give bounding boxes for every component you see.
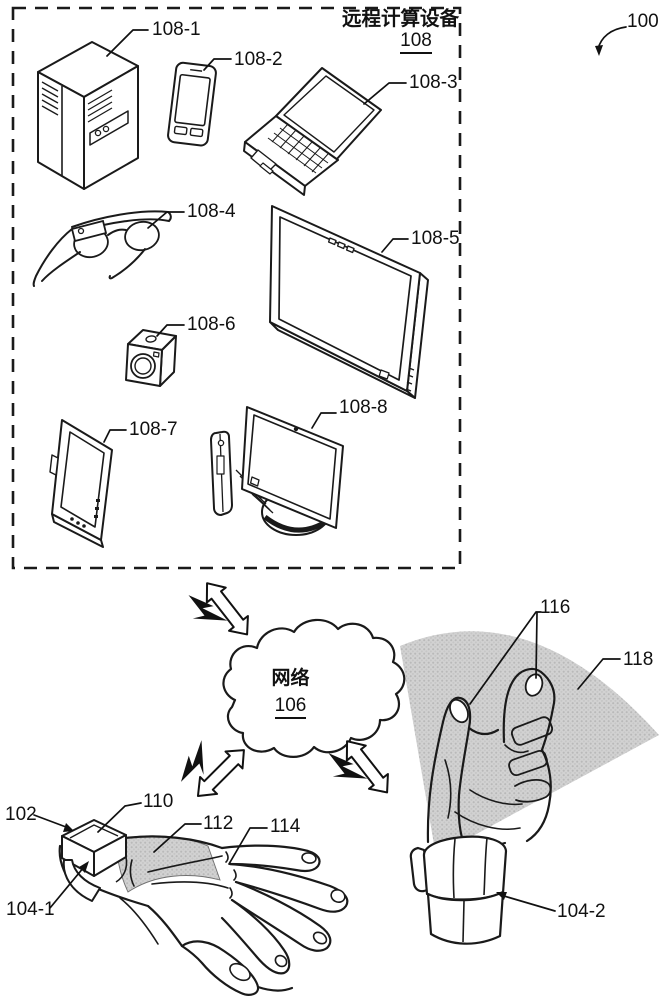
label-108-7: 108-7 <box>129 419 178 440</box>
label-108-5: 108-5 <box>411 228 460 249</box>
label-104-1: 104-1 <box>6 899 55 920</box>
laptop-drawing <box>243 67 382 196</box>
label-118: 118 <box>623 649 654 670</box>
label-108-6: 108-6 <box>187 314 236 335</box>
network-name: 网络 <box>271 668 310 689</box>
remote-devices-box <box>11 6 462 570</box>
network-ref: 106 <box>274 696 307 719</box>
leader-lines <box>33 26 627 912</box>
label-116: 116 <box>540 597 571 618</box>
label-104-2: 104-2 <box>557 901 606 922</box>
tablet-large-drawing <box>269 205 429 399</box>
label-108-4: 108-4 <box>187 201 236 222</box>
label-108-8: 108-8 <box>339 397 388 418</box>
sensor-field-fan <box>400 631 659 856</box>
right-wrist-band-drawing <box>409 835 508 945</box>
label-108-3: 108-3 <box>409 72 458 93</box>
label-110: 110 <box>143 791 174 812</box>
label-102: 102 <box>5 804 37 825</box>
desktop-drawing <box>210 406 344 536</box>
ereader-drawing <box>49 419 113 548</box>
label-108-2: 108-2 <box>234 49 283 70</box>
label-108-1: 108-1 <box>152 19 201 40</box>
wrist-device-drawing <box>61 819 128 902</box>
right-hand-drawing <box>426 667 556 847</box>
camera-drawing <box>125 329 177 387</box>
label-114: 114 <box>270 816 301 837</box>
label-100: 100 <box>627 11 659 32</box>
network-cloud <box>222 618 406 758</box>
label-112: 112 <box>203 813 234 834</box>
server-drawing <box>37 41 139 190</box>
glasses-drawing <box>32 210 172 287</box>
box-ref: 108 <box>400 31 432 54</box>
box-title: 远程计算设备 <box>342 8 460 30</box>
left-hand-drawing <box>58 835 349 996</box>
smartphone-drawing <box>167 61 217 147</box>
leader-arrowheads <box>63 45 603 900</box>
